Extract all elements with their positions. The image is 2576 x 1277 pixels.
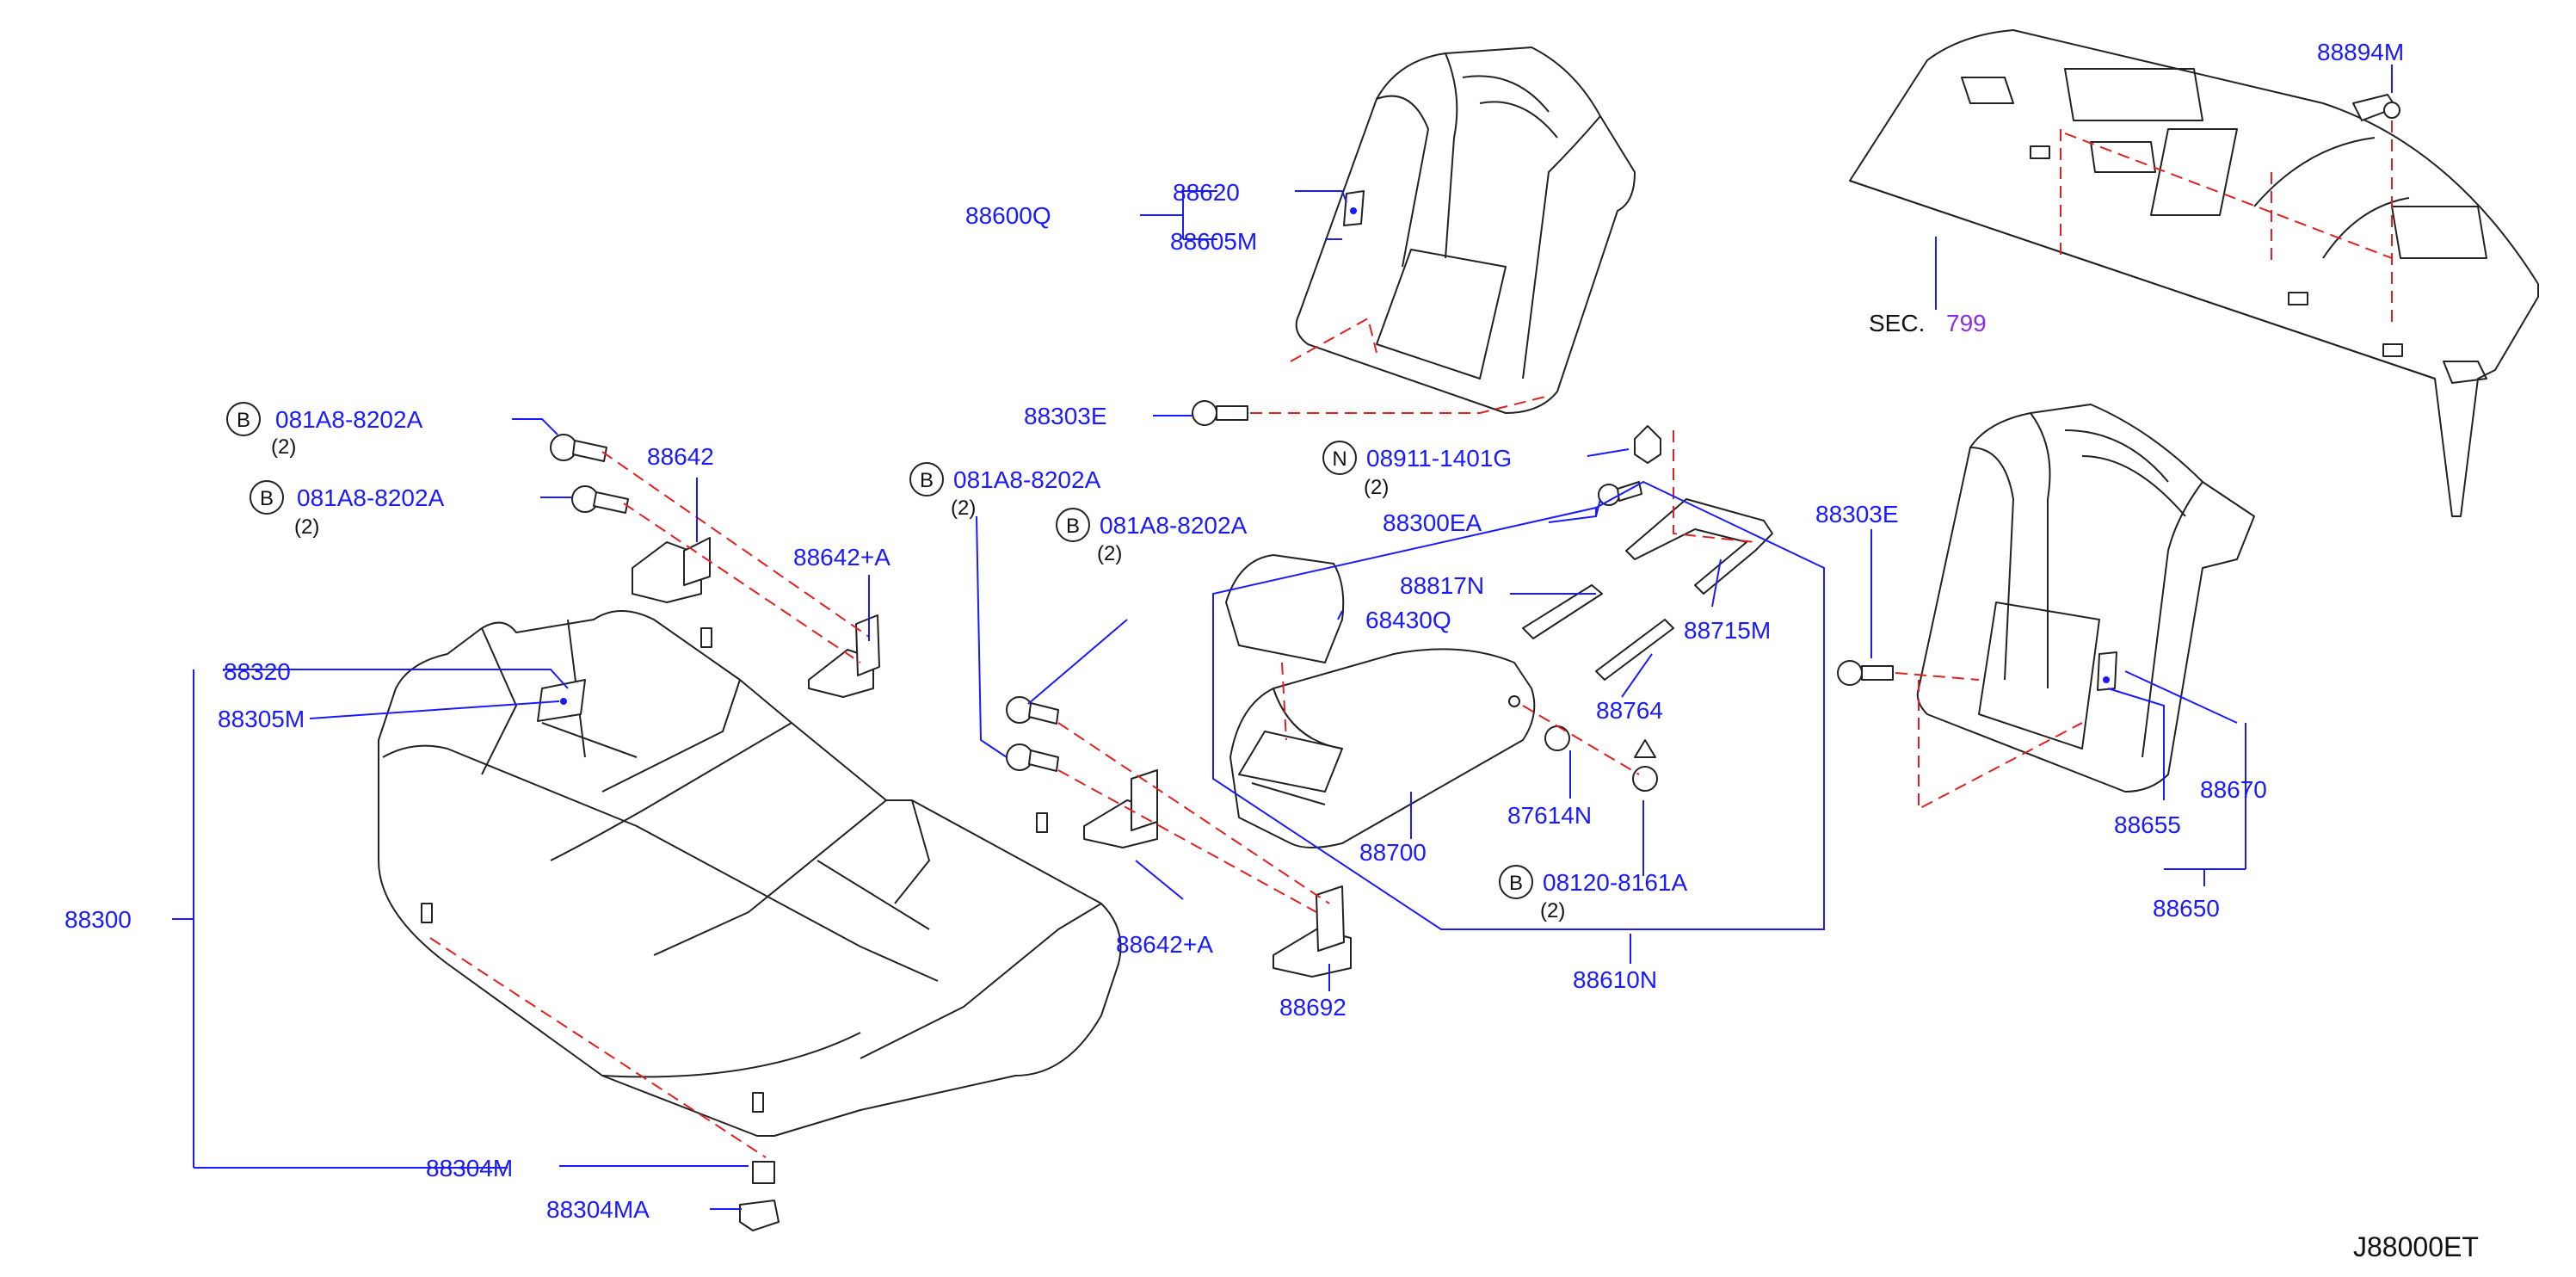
label-88642a-top: 88642+A <box>793 544 891 571</box>
label-88300ea: 88300EA <box>1383 509 1482 536</box>
circle-n: N <box>1322 441 1357 475</box>
qty-n: (2) <box>1364 476 1389 499</box>
armrest-assembly <box>1225 498 1773 848</box>
bracket-88764 <box>1595 619 1674 681</box>
bolt-081a8-3 <box>1006 743 1059 772</box>
bracket-88817n <box>1522 584 1603 639</box>
bolt-081a8-4 <box>1006 696 1059 725</box>
bushing-87614n <box>1544 725 1570 751</box>
label-081a8-8202a-1: 081A8-8202A <box>275 406 423 433</box>
qty-3: (2) <box>951 497 976 520</box>
label-88670: 88670 <box>2200 776 2267 803</box>
label-88600q: 88600Q <box>965 202 1051 229</box>
label-88642a-bottom: 88642+A <box>1116 931 1213 958</box>
label-88817n: 88817N <box>1400 572 1484 599</box>
rear-seatback-left <box>1295 46 1636 414</box>
svg-text:B: B <box>237 409 250 432</box>
bolt-08120 <box>1632 739 1658 792</box>
svg-text:B: B <box>260 487 274 510</box>
label-88642: 88642 <box>647 443 714 470</box>
svg-text:N: N <box>1332 447 1347 471</box>
rear-seat-cushion <box>378 610 1122 1137</box>
label-08911-1401g: 08911-1401G <box>1366 445 1512 472</box>
armrest-lid-68430q <box>1225 554 1345 663</box>
rear-parcel-shelf <box>1849 29 2539 517</box>
label-88620: 88620 <box>1173 179 1240 206</box>
label-88605m: 88605M <box>1170 228 1257 255</box>
label-88700: 88700 <box>1359 839 1427 866</box>
label-87614n: 87614N <box>1507 802 1592 829</box>
armrest-88700 <box>1229 648 1536 848</box>
label-88764: 88764 <box>1596 697 1663 724</box>
label-88715m: 88715M <box>1684 617 1771 644</box>
label-081a8-8202a-2: 081A8-8202A <box>297 484 445 511</box>
label-88303e-right: 88303E <box>1815 501 1899 527</box>
qty-4: (2) <box>1097 542 1122 565</box>
bracket-88642a-bottom <box>1083 769 1158 848</box>
circle-b-2: B <box>250 480 284 515</box>
clip-88304ma <box>739 1200 780 1231</box>
qty-1: (2) <box>271 435 296 459</box>
circle-b-4: B <box>1056 508 1090 542</box>
rear-seatback-right <box>1916 404 2255 793</box>
bolt-88303e-left <box>1192 400 1248 426</box>
qty-b08120: (2) <box>1540 899 1565 922</box>
clip-88894m <box>2352 94 2400 121</box>
label-08120-8161a: 08120-8161A <box>1543 869 1687 896</box>
svg-text:B: B <box>920 469 934 492</box>
bracket-88642a-top <box>808 614 880 698</box>
leader-lines <box>172 65 2393 1210</box>
label-68430q: 68430Q <box>1365 607 1451 633</box>
label-88303e-left: 88303E <box>1024 403 1107 429</box>
label-88650: 88650 <box>2153 895 2220 922</box>
label-88300: 88300 <box>65 906 132 933</box>
circle-markers: B B B B N B <box>226 402 1533 899</box>
hinge-bracket-88642 <box>632 537 711 603</box>
clip-88304m <box>752 1161 775 1184</box>
nut-08911 <box>1634 425 1661 464</box>
assembly-lines <box>429 120 2393 1158</box>
qty-2: (2) <box>294 515 319 539</box>
bolt-081a8-2 <box>571 485 629 514</box>
bolt-88303e-right <box>1837 660 1894 686</box>
label-88320: 88320 <box>224 658 291 685</box>
hinge-88715m <box>1625 498 1773 595</box>
label-081a8-8202a-4: 081A8-8202A <box>1100 512 1248 539</box>
label-88304m: 88304M <box>426 1155 513 1181</box>
circle-b-3: B <box>909 462 944 497</box>
label-88655: 88655 <box>2114 811 2181 838</box>
part-labels: 88620 88600Q 88605M 88303E 88894M SEC. 7… <box>65 39 2479 1262</box>
label-88304ma: 88304MA <box>546 1196 650 1223</box>
label-sec: SEC. <box>1869 310 1925 336</box>
label-88610n: 88610N <box>1573 966 1657 993</box>
circle-b-1: B <box>226 402 261 436</box>
svg-text:B: B <box>1509 872 1523 895</box>
bolt-081a8-1 <box>550 434 607 462</box>
diagram-code: J88000ET <box>2353 1231 2479 1262</box>
label-88305m: 88305M <box>218 706 305 732</box>
bracket-88692 <box>1273 885 1352 978</box>
circle-b-5: B <box>1499 865 1533 899</box>
label-88894m: 88894M <box>2317 39 2404 65</box>
label-88692: 88692 <box>1279 994 1347 1021</box>
label-081a8-8202a-3: 081A8-8202A <box>953 466 1101 493</box>
bolt-group <box>550 94 2400 1231</box>
svg-text:B: B <box>1066 515 1080 538</box>
label-sec-799: 799 <box>1946 310 1987 336</box>
